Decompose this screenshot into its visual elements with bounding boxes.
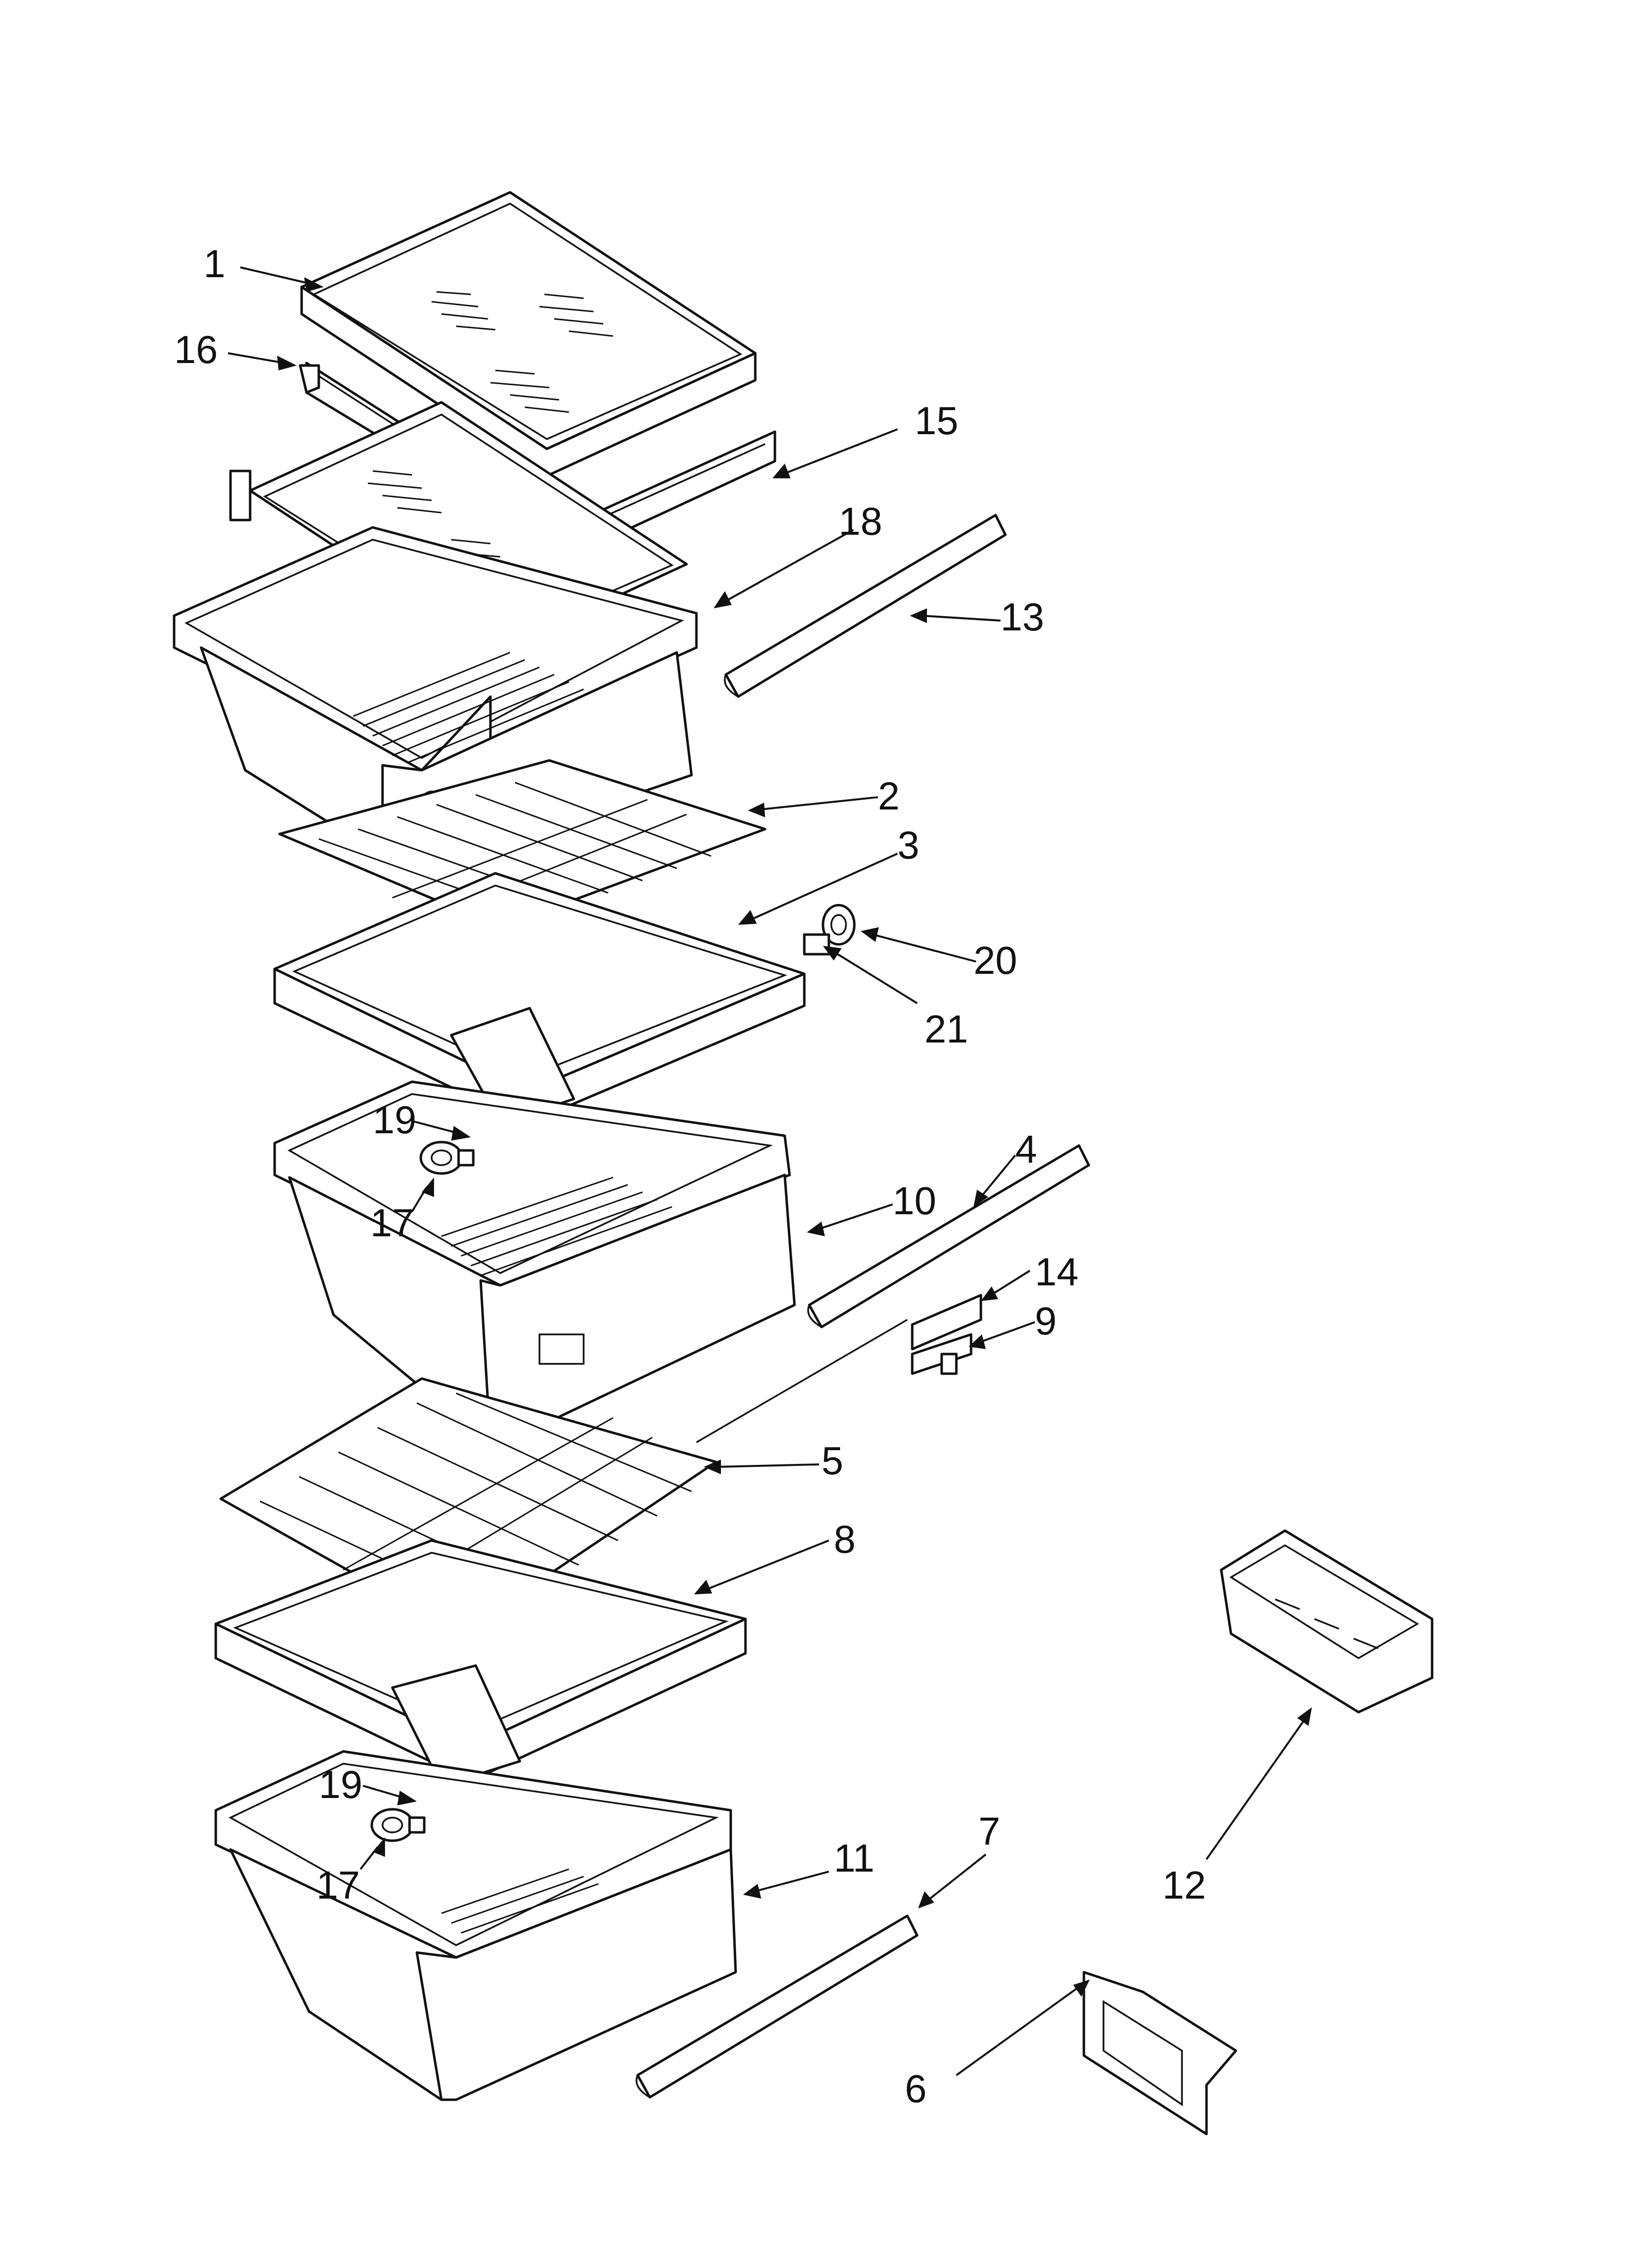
leader-lines	[228, 266, 1312, 2076]
callout-14: 14	[1035, 1250, 1078, 1294]
crisper-cover-frame-8	[214, 1539, 747, 1787]
rail-clip-14	[911, 1294, 982, 1351]
label-holder-6	[1082, 1971, 1237, 2136]
callout-4: 4	[1015, 1127, 1037, 1171]
shelf-glass-top	[300, 191, 757, 477]
door-bin-12	[1220, 1529, 1434, 1714]
callout-2: 2	[878, 774, 900, 818]
callout-19-upper: 19	[373, 1098, 416, 1142]
roller-17-upper	[419, 1141, 475, 1175]
callout-12: 12	[1162, 1863, 1206, 1907]
roller-17-lower	[370, 1808, 426, 1842]
callout-labels: 1 16 15 18 13 2 3 20 21 19 17 4 10 14 9 …	[174, 242, 1206, 2111]
roller-20	[821, 904, 856, 946]
callout-13: 13	[1001, 595, 1044, 639]
callout-19-lower: 19	[319, 1763, 362, 1806]
crisper-drawer-lower	[214, 1750, 737, 2101]
crisper-cover-frame-3	[273, 872, 806, 1125]
screw-21	[803, 933, 830, 956]
callout-15: 15	[915, 399, 958, 443]
callout-5: 5	[821, 1439, 844, 1483]
callout-10: 10	[893, 1179, 936, 1223]
callout-8: 8	[834, 1517, 856, 1561]
callout-3: 3	[898, 823, 920, 867]
callout-7: 7	[978, 1809, 1001, 1853]
callout-9: 9	[1035, 1299, 1057, 1343]
callout-18: 18	[839, 499, 882, 543]
callout-16: 16	[174, 328, 218, 371]
callout-11: 11	[834, 1836, 874, 1880]
drawer-rail-13	[724, 514, 1007, 698]
drawer-rail-4	[696, 1144, 1090, 1443]
drawer-rail-7	[636, 1914, 919, 2099]
callout-20: 20	[974, 938, 1017, 982]
rail-clip-9	[911, 1333, 973, 1375]
callout-6: 6	[905, 2067, 927, 2111]
crisper-drawer-middle	[273, 1080, 796, 1446]
callout-17-lower: 17	[316, 1863, 360, 1907]
callout-21: 21	[924, 1007, 968, 1051]
callout-1: 1	[204, 242, 226, 286]
callout-17-upper: 17	[370, 1201, 414, 1245]
